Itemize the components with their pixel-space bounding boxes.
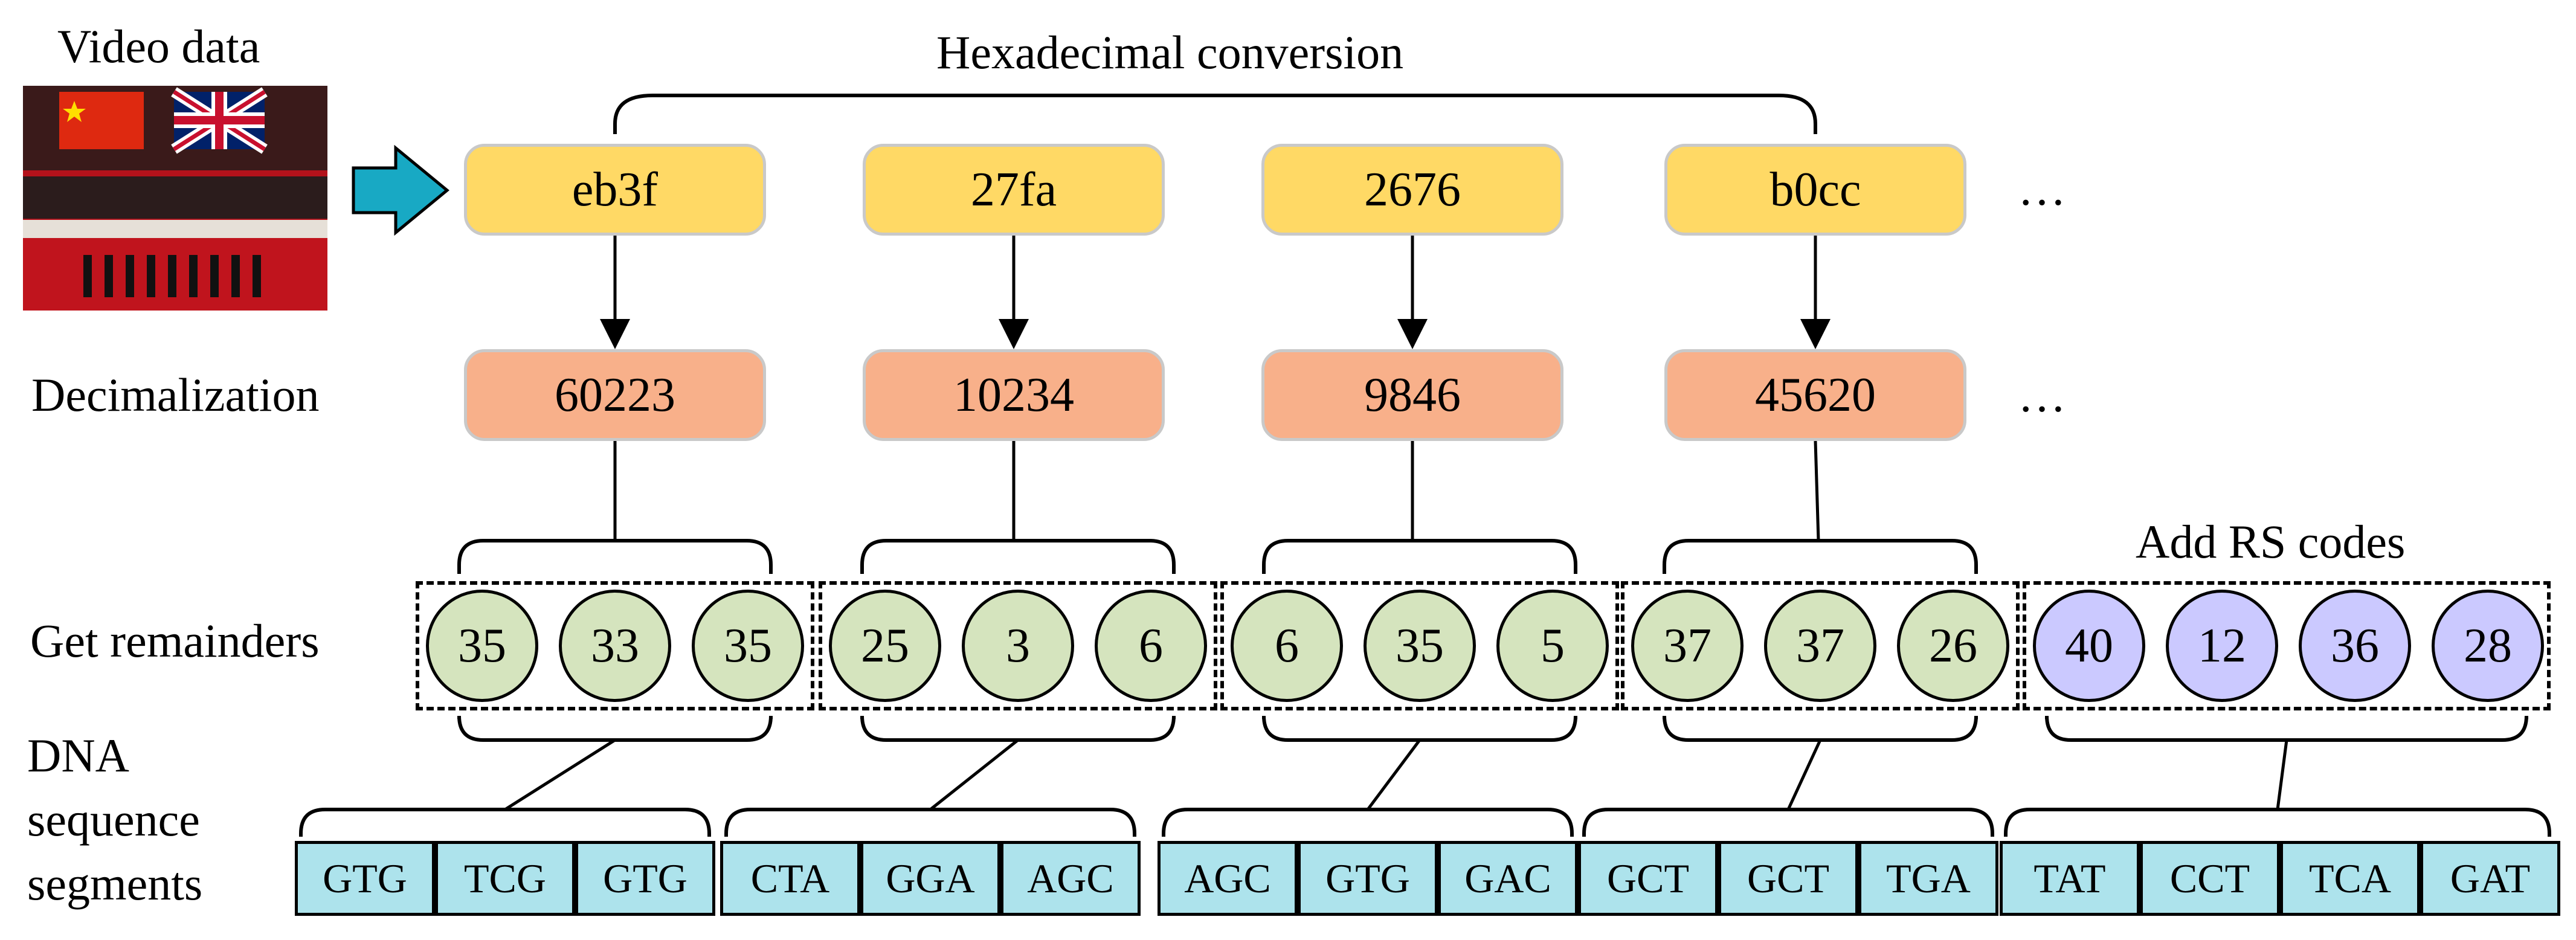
video-thumbnail-image bbox=[23, 86, 327, 311]
remainder-circle: 3 bbox=[962, 590, 1074, 702]
input-arrow bbox=[352, 144, 449, 236]
dna-segments-label-line1: DNA bbox=[27, 729, 129, 782]
dna-segment-box: CTA bbox=[720, 841, 860, 916]
remainder-top-bracket bbox=[457, 539, 773, 574]
dna-group-bracket bbox=[299, 808, 711, 837]
remainder-to-dna-line bbox=[929, 739, 1019, 811]
decimal-box: 45620 bbox=[1664, 349, 1966, 441]
dna-segment-box: GTG bbox=[575, 841, 715, 916]
video-thumbnail bbox=[23, 86, 327, 311]
dna-segment-box: TAT bbox=[2000, 841, 2140, 916]
decimal-box: 60223 bbox=[464, 349, 766, 441]
decimal-box: 10234 bbox=[863, 349, 1165, 441]
dna-segment-box: CCT bbox=[2140, 841, 2280, 916]
decimal-to-remainder-line bbox=[1814, 440, 1820, 541]
remainder-group-box bbox=[416, 581, 814, 710]
remainder-top-bracket bbox=[1262, 539, 1577, 574]
remainder-circle: 35 bbox=[426, 590, 538, 702]
remainder-group-box bbox=[819, 581, 1217, 710]
dna-segment-box: AGC bbox=[1158, 841, 1298, 916]
dna-segment-box: GCT bbox=[1718, 841, 1858, 916]
remainder-circle: 35 bbox=[1364, 590, 1476, 702]
dna-segment-box: GAT bbox=[2420, 841, 2560, 916]
remainder-group-box bbox=[1621, 581, 2020, 710]
remainder-group-box bbox=[1220, 581, 1619, 710]
rs-code-circle: 40 bbox=[2033, 590, 2145, 702]
rs-code-bottom-bracket bbox=[2045, 715, 2528, 742]
decimal-box: 9846 bbox=[1261, 349, 1563, 441]
remainder-to-dna-line bbox=[1786, 739, 1822, 811]
remainder-bottom-bracket bbox=[1663, 715, 1978, 742]
hex-conversion-label: Hexadecimal conversion bbox=[936, 26, 1404, 79]
dna-segment-box: TCG bbox=[435, 841, 575, 916]
hex-box: 27fa bbox=[863, 144, 1165, 236]
rs-code-circle: 28 bbox=[2432, 590, 2544, 702]
remainder-to-dna-line bbox=[2276, 739, 2288, 810]
video-data-label: Video data bbox=[57, 20, 260, 72]
dna-group-bracket bbox=[1582, 808, 1994, 837]
rs-code-circle: 12 bbox=[2166, 590, 2278, 702]
dna-segment-box: GGA bbox=[860, 841, 1000, 916]
dna-group-bracket bbox=[724, 808, 1136, 837]
remainder-circle: 37 bbox=[1631, 590, 1744, 702]
remainder-circle: 35 bbox=[692, 590, 804, 702]
remainder-bottom-bracket bbox=[1262, 715, 1577, 742]
hex-ellipsis: … bbox=[2018, 163, 2066, 216]
dna-segment-box: AGC bbox=[1000, 841, 1141, 916]
remainder-top-bracket bbox=[1663, 539, 1978, 574]
remainder-bottom-bracket bbox=[457, 715, 773, 742]
remainder-circle: 5 bbox=[1496, 590, 1609, 702]
remainder-to-dna-line bbox=[504, 738, 616, 811]
remainder-circle: 37 bbox=[1764, 590, 1876, 702]
remainder-top-bracket bbox=[860, 539, 1176, 574]
dna-segment-box: TCA bbox=[2280, 841, 2420, 916]
decimalization-label: Decimalization bbox=[31, 369, 320, 421]
dna-segment-box: TGA bbox=[1858, 841, 1998, 916]
dna-group-bracket bbox=[1162, 808, 1574, 837]
hex-box: 2676 bbox=[1261, 144, 1563, 236]
remainder-bottom-bracket bbox=[860, 715, 1176, 742]
remainder-circle: 33 bbox=[559, 590, 671, 702]
add-rs-codes-label: Add RS codes bbox=[2136, 515, 2406, 568]
decimal-ellipsis: … bbox=[2018, 369, 2066, 422]
dna-segments-label-line2: sequence bbox=[27, 793, 200, 846]
hex-conversion-bracket bbox=[613, 94, 1817, 134]
get-remainders-label: Get remainders bbox=[30, 614, 320, 667]
rs-code-group-box bbox=[2023, 581, 2551, 710]
dna-segment-box: GTG bbox=[1298, 841, 1438, 916]
remainder-circle: 6 bbox=[1095, 590, 1207, 702]
remainder-circle: 25 bbox=[829, 590, 941, 702]
remainder-circle: 6 bbox=[1231, 590, 1343, 702]
rs-code-circle: 36 bbox=[2299, 590, 2411, 702]
hex-box: eb3f bbox=[464, 144, 766, 236]
dna-segments-label-line3: segments bbox=[27, 857, 203, 910]
remainder-circle: 26 bbox=[1897, 590, 2009, 702]
hex-box: b0cc bbox=[1664, 144, 1966, 236]
dna-group-bracket bbox=[2004, 808, 2551, 837]
dna-segment-box: GAC bbox=[1438, 841, 1578, 916]
dna-segment-box: GTG bbox=[295, 841, 435, 916]
remainder-to-dna-line bbox=[1366, 739, 1422, 811]
dna-segment-box: GCT bbox=[1578, 841, 1718, 916]
